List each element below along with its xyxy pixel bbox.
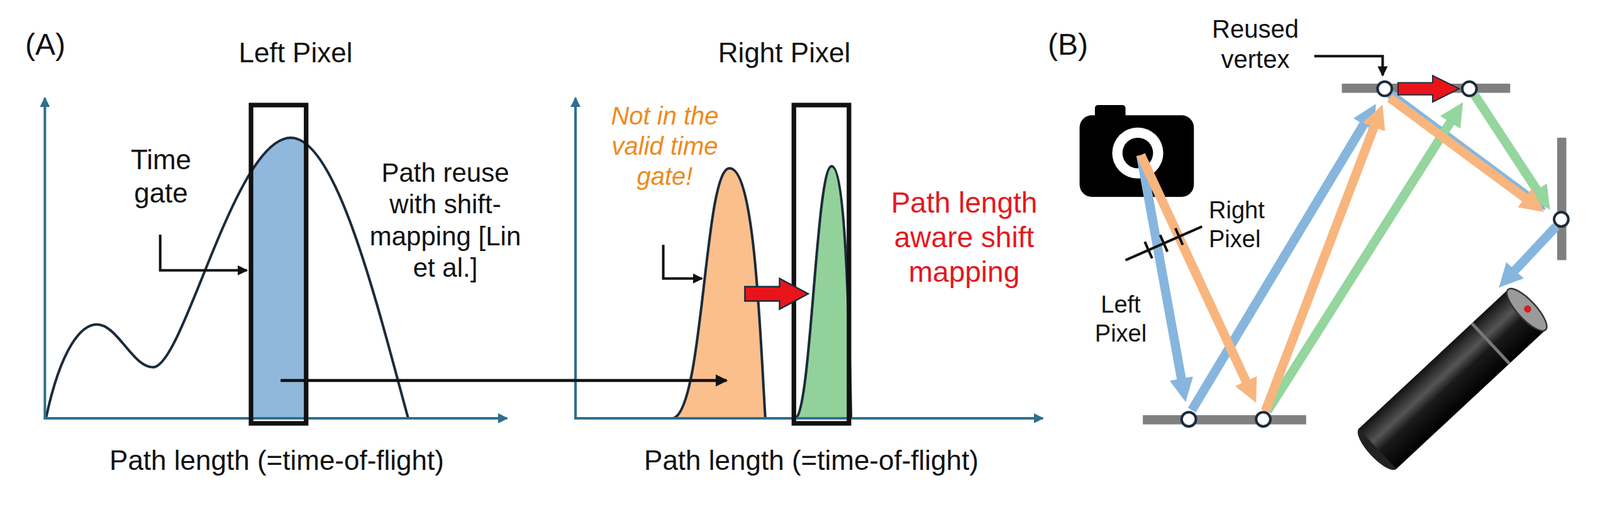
mirror: [1557, 137, 1567, 261]
leader-line: [1314, 55, 1384, 76]
axis-label: Path length (=time-of-flight): [109, 444, 445, 478]
light-path: [1510, 226, 1556, 276]
leader-line: [663, 244, 703, 279]
transient-curve: [45, 137, 409, 419]
camera-icon: [1111, 127, 1163, 179]
x-axis: [574, 416, 1043, 420]
reuse-arrow: [280, 378, 727, 382]
path-vertex: [1181, 411, 1197, 427]
laser-icon: [1470, 322, 1511, 365]
time-gate: [793, 105, 850, 424]
y-axis: [574, 98, 577, 420]
panel-label: (A): [25, 26, 66, 63]
light-path: [1389, 98, 1531, 202]
x-axis: [44, 416, 508, 420]
y-axis: [43, 98, 46, 420]
leader-line: [160, 234, 248, 271]
laser-icon: [1358, 289, 1546, 469]
path-vertex: [1255, 411, 1271, 427]
laser-icon: [1522, 303, 1533, 314]
gated-area: [252, 137, 304, 419]
pixel-label: Left Pixel: [1086, 290, 1156, 348]
panel-label: (B): [1047, 26, 1089, 63]
plot-title: Right Pixel: [658, 36, 911, 70]
warning-note: Not in the valid time gate!: [590, 100, 739, 192]
light-path: [1265, 120, 1377, 411]
shift-arrow: [744, 278, 809, 310]
pixel-marker: [1125, 226, 1203, 261]
light-path: [1140, 155, 1250, 389]
scene: [1079, 55, 1569, 475]
path-vertex: [1181, 81, 1569, 427]
laser-icon: [1352, 283, 1553, 475]
camera-icon: [1079, 105, 1195, 197]
method-label: Path length aware shift mapping: [860, 185, 1068, 290]
path-vertex: [1462, 81, 1477, 97]
shift-arrow: [1398, 75, 1460, 102]
plot-title: Left Pixel: [169, 36, 422, 70]
laser-icon: [1501, 283, 1553, 336]
annotation: Time gate: [110, 143, 212, 211]
time-gate: [250, 105, 307, 424]
pixel-marker: [1125, 226, 1203, 261]
pixel-label: Right Pixel: [1208, 196, 1291, 254]
axis-label: Path length (=time-of-flight): [644, 444, 979, 478]
path-vertex: [1377, 81, 1392, 97]
pixel-tick: [1144, 241, 1153, 259]
mirror: [1142, 415, 1307, 425]
pixel-tick: [1175, 228, 1184, 246]
annotation: Reused vertex: [1195, 13, 1316, 75]
annotation: Path reuse with shift-mapping [Lin et al…: [366, 157, 524, 285]
path-vertex: [1554, 211, 1569, 227]
pixel-tick: [1160, 235, 1168, 253]
